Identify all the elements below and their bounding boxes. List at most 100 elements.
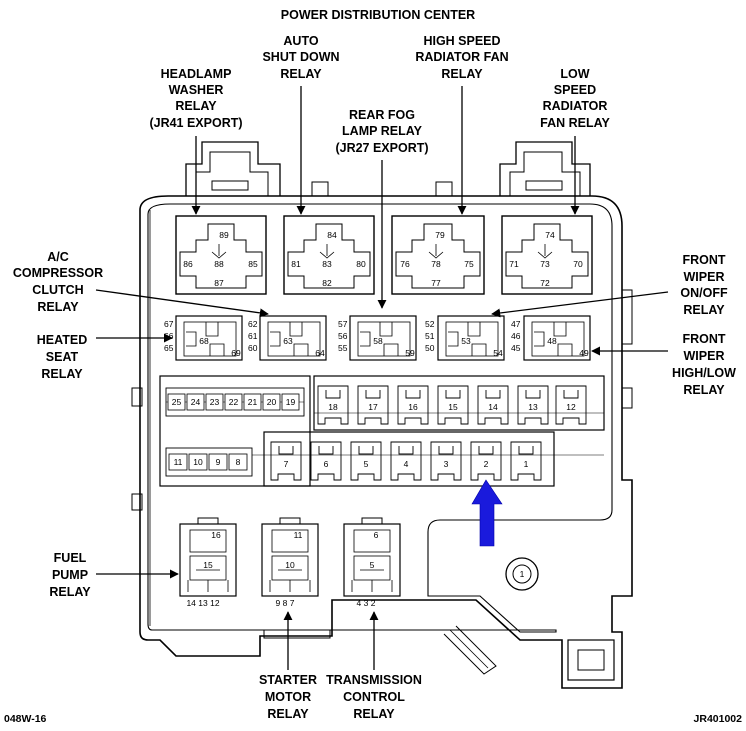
svg-text:8: 8 <box>236 457 241 467</box>
svg-text:18: 18 <box>328 402 338 412</box>
mid-relay-ac-compressor <box>259 315 327 361</box>
svg-text:FRONT: FRONT <box>682 253 725 267</box>
svg-text:15: 15 <box>448 402 458 412</box>
svg-text:RELAY: RELAY <box>683 303 725 317</box>
svg-text:RELAY: RELAY <box>353 707 395 721</box>
svg-text:17: 17 <box>368 402 378 412</box>
svg-text:RELAY: RELAY <box>683 383 725 397</box>
svg-text:82: 82 <box>322 278 332 288</box>
big-relay-headlamp-washer: 89 86 88 85 87 <box>175 215 267 295</box>
svg-text:HIGH SPEED: HIGH SPEED <box>423 34 500 48</box>
big-relay-auto-shutdown: 84 81 83 80 82 <box>283 215 375 295</box>
svg-text:15: 15 <box>203 560 213 570</box>
svg-text:64: 64 <box>315 348 325 358</box>
figure-code-left: 048W-16 <box>4 713 47 725</box>
svg-text:WIPER: WIPER <box>684 349 725 363</box>
svg-text:60: 60 <box>248 343 258 353</box>
callout-starter-motor: STARTER MOTOR RELAY <box>259 673 317 721</box>
svg-text:89: 89 <box>219 230 229 240</box>
big-relay-row: 89 86 88 85 87 84 81 83 80 82 79 76 78 7… <box>175 215 593 295</box>
svg-text:FAN RELAY: FAN RELAY <box>540 116 610 130</box>
svg-text:REAR FOG: REAR FOG <box>349 108 415 122</box>
svg-text:10: 10 <box>285 560 295 570</box>
svg-text:RELAY: RELAY <box>175 99 217 113</box>
svg-text:STARTER: STARTER <box>259 673 317 687</box>
svg-text:67: 67 <box>164 319 174 329</box>
mid-relay-row <box>175 315 591 361</box>
callout-front-wiper-highlow: FRONT WIPER HIGH/LOW RELAY <box>672 332 736 397</box>
svg-text:11: 11 <box>174 457 183 467</box>
svg-text:79: 79 <box>435 230 445 240</box>
svg-text:3: 3 <box>444 459 449 469</box>
svg-text:19: 19 <box>286 397 296 407</box>
big-relay-high-speed-fan: 79 76 78 75 77 <box>391 215 485 295</box>
cartridge-fuse-labels-row2: 7 6 5 4 3 2 1 <box>284 459 529 469</box>
big-relay-low-speed-fan: 74 71 73 70 72 <box>501 215 593 295</box>
svg-text:86: 86 <box>183 259 193 269</box>
small-relay-transmission-control <box>343 517 401 597</box>
svg-text:RELAY: RELAY <box>49 585 91 599</box>
svg-text:22: 22 <box>229 397 239 407</box>
svg-text:HEADLAMP: HEADLAMP <box>161 67 232 81</box>
svg-text:83: 83 <box>322 259 332 269</box>
svg-text:HEATED: HEATED <box>37 333 87 347</box>
pdc-housing <box>131 141 633 689</box>
svg-text:TRANSMISSION: TRANSMISSION <box>326 673 422 687</box>
svg-text:73: 73 <box>540 259 550 269</box>
svg-text:RELAY: RELAY <box>41 367 83 381</box>
svg-text:SEAT: SEAT <box>46 350 79 364</box>
svg-text:14 13 12: 14 13 12 <box>186 598 219 608</box>
svg-text:RELAY: RELAY <box>267 707 309 721</box>
svg-text:4 3 2: 4 3 2 <box>357 598 376 608</box>
svg-text:WASHER: WASHER <box>169 83 224 97</box>
svg-text:65: 65 <box>164 343 174 353</box>
svg-text:LAMP RELAY: LAMP RELAY <box>342 124 423 138</box>
svg-text:71: 71 <box>509 259 519 269</box>
svg-text:78: 78 <box>431 259 441 269</box>
small-relay-labels: 16 15 14 13 12 11 10 9 8 7 6 5 4 3 2 <box>186 530 378 608</box>
svg-text:48: 48 <box>547 336 557 346</box>
svg-text:SPEED: SPEED <box>554 83 596 97</box>
svg-text:1: 1 <box>524 459 529 469</box>
svg-text:SHUT DOWN: SHUT DOWN <box>262 50 339 64</box>
svg-text:70: 70 <box>573 259 583 269</box>
svg-text:FRONT: FRONT <box>682 332 725 346</box>
svg-text:11: 11 <box>294 530 303 540</box>
svg-text:62: 62 <box>248 319 258 329</box>
mid-relay-heated-seat <box>175 315 243 361</box>
svg-text:59: 59 <box>405 348 415 358</box>
callout-heated-seat: HEATED SEAT RELAY <box>37 333 87 381</box>
svg-text:47: 47 <box>511 319 521 329</box>
svg-text:14: 14 <box>488 402 498 412</box>
svg-text:80: 80 <box>356 259 366 269</box>
svg-text:5: 5 <box>364 459 369 469</box>
svg-text:9: 9 <box>216 457 221 467</box>
svg-text:87: 87 <box>214 278 224 288</box>
svg-text:COMPRESSOR: COMPRESSOR <box>13 266 103 280</box>
cartridge-fuse-labels-row1: 18 17 16 15 14 13 12 <box>328 402 576 412</box>
svg-text:RELAY: RELAY <box>441 67 483 81</box>
svg-text:RADIATOR: RADIATOR <box>543 99 608 113</box>
svg-text:74: 74 <box>545 230 555 240</box>
svg-text:4: 4 <box>404 459 409 469</box>
svg-text:FUEL: FUEL <box>54 551 87 565</box>
svg-text:45: 45 <box>511 343 521 353</box>
svg-text:76: 76 <box>400 259 410 269</box>
svg-text:20: 20 <box>267 397 277 407</box>
svg-text:10: 10 <box>193 457 203 467</box>
callout-auto-shutdown: AUTO SHUT DOWN RELAY <box>262 34 339 81</box>
svg-text:75: 75 <box>464 259 474 269</box>
svg-text:16: 16 <box>211 530 221 540</box>
svg-text:7: 7 <box>284 459 289 469</box>
mid-relay-pins: 67 66 65 68 69 62 61 60 63 64 57 56 55 5… <box>164 319 589 358</box>
figure-code-right: JR401002 <box>694 713 743 725</box>
svg-text:55: 55 <box>338 343 348 353</box>
svg-text:84: 84 <box>327 230 337 240</box>
svg-text:6: 6 <box>324 459 329 469</box>
svg-text:54: 54 <box>493 348 503 358</box>
diagram-title: POWER DISTRIBUTION CENTER <box>281 8 475 22</box>
svg-text:2: 2 <box>484 459 489 469</box>
svg-text:72: 72 <box>540 278 550 288</box>
svg-text:53: 53 <box>461 336 471 346</box>
callout-headlamp-washer: HEADLAMP WASHER RELAY (JR41 EXPORT) <box>149 67 242 130</box>
